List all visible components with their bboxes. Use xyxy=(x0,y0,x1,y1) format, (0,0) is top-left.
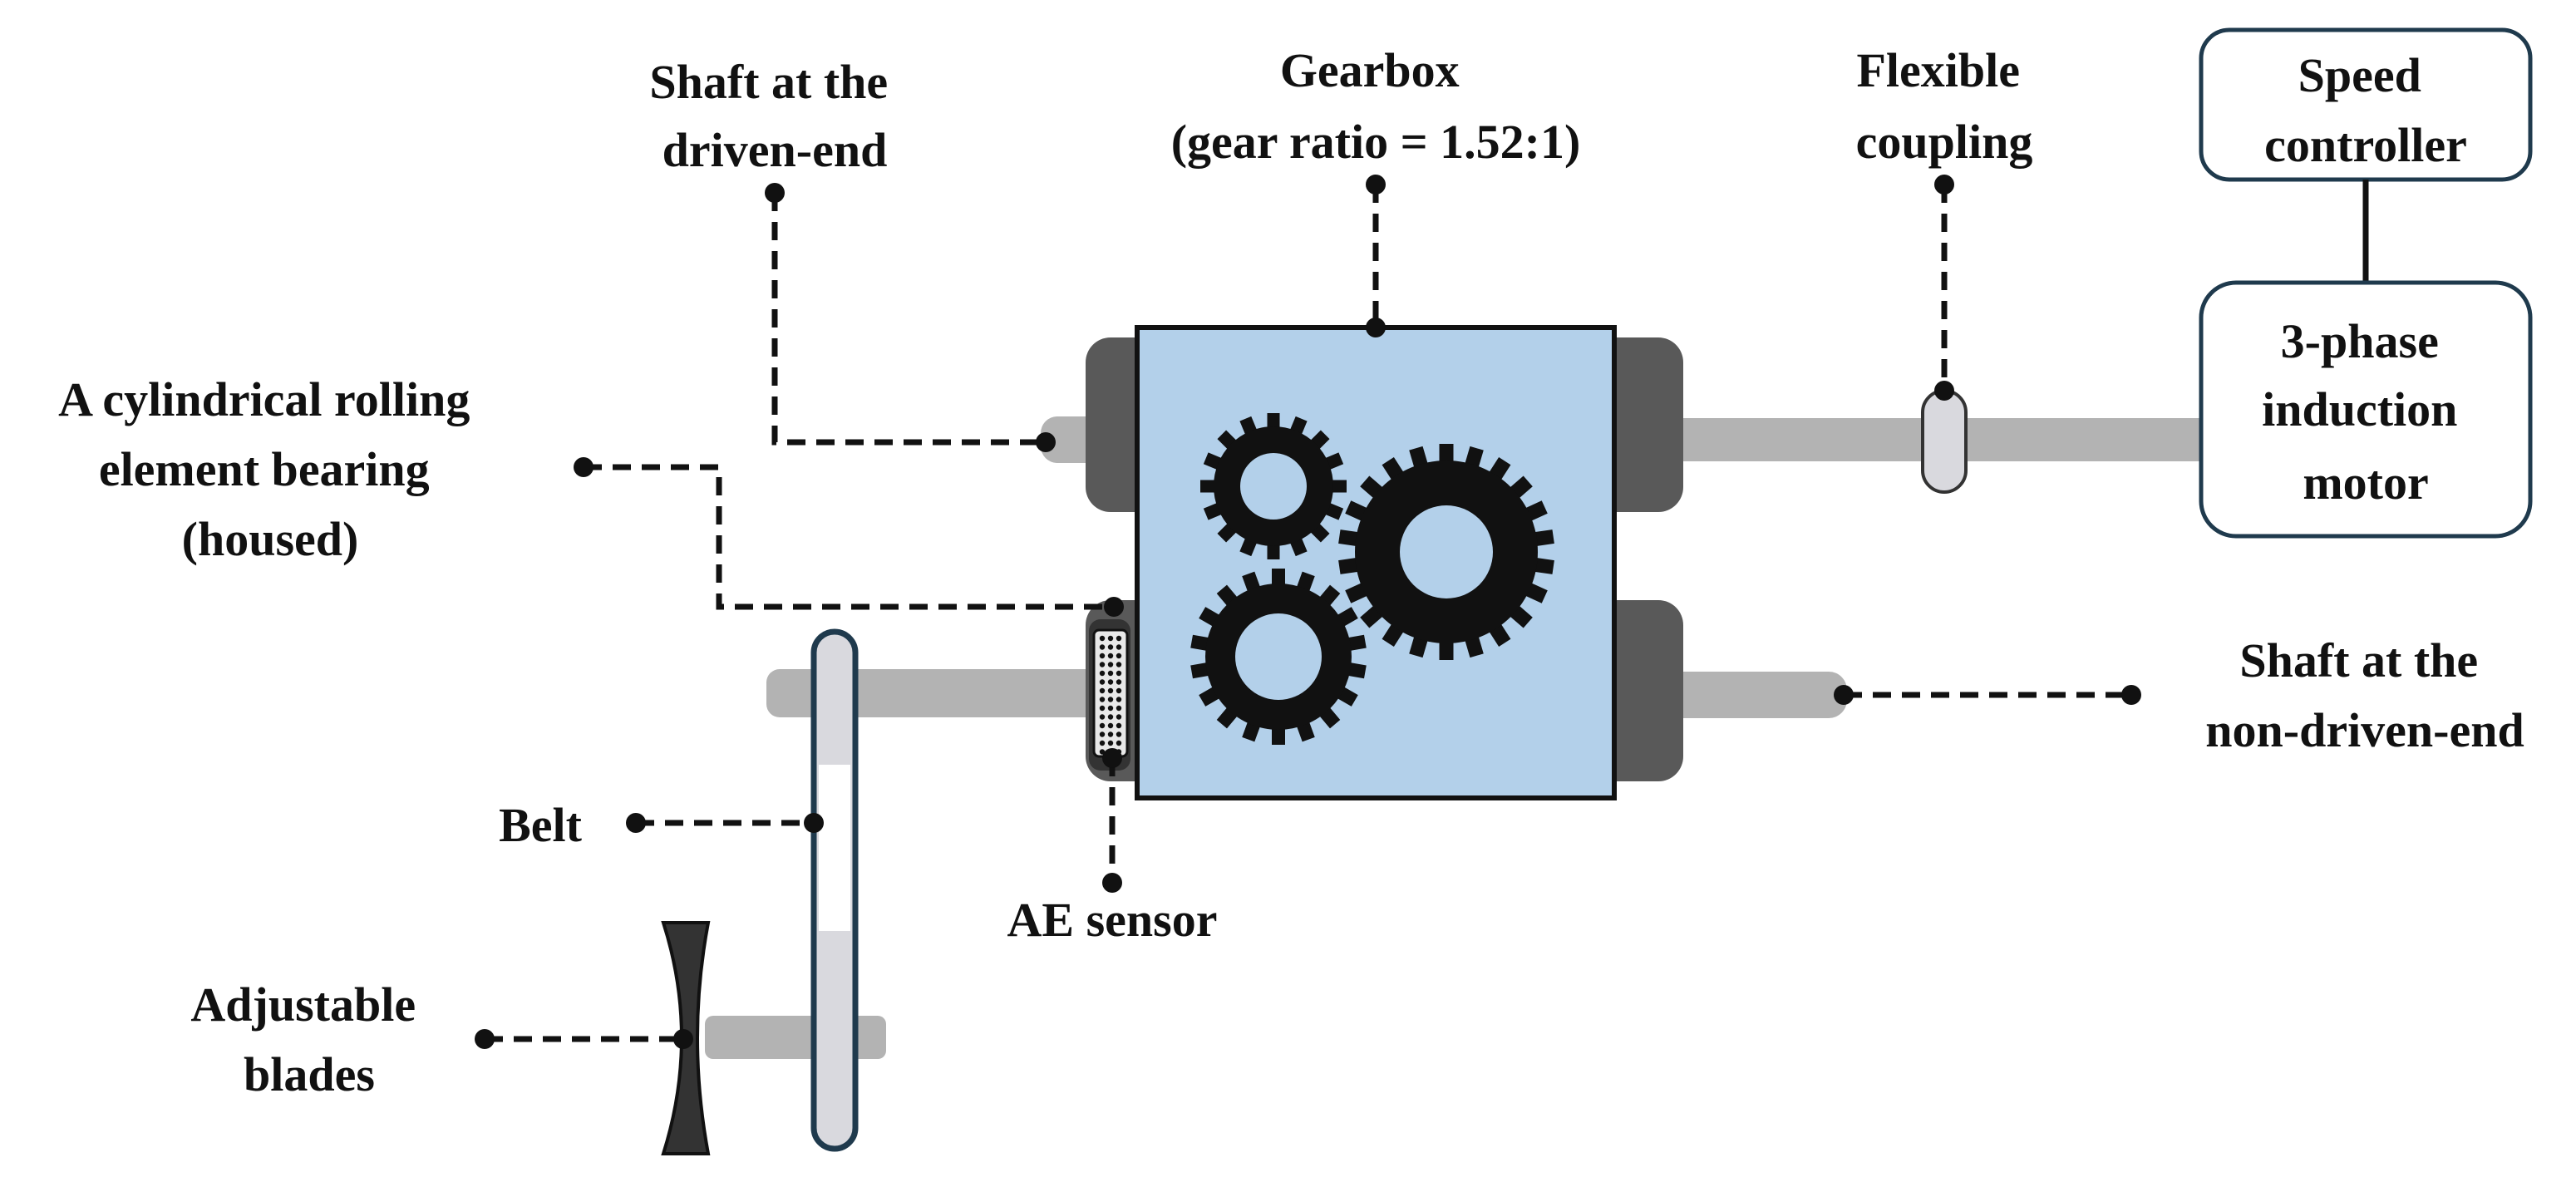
leader-dot xyxy=(1366,318,1386,337)
leader-bearing xyxy=(584,464,1114,610)
leader-dot xyxy=(2121,685,2141,705)
non-driven-end-shaft xyxy=(1654,672,1847,718)
ae-sensor xyxy=(1089,619,1130,771)
label-shaft-driven: Shaft at the driven-end xyxy=(649,55,899,177)
gear-icon xyxy=(1200,413,1347,559)
label-speed-controller: Speed controller xyxy=(2264,48,2467,172)
leader-dot xyxy=(574,457,594,477)
label-induction-motor: 3-phase induction motor xyxy=(2262,314,2470,510)
leader-dot xyxy=(1934,381,1954,401)
label-blades: Adjustable blades xyxy=(190,978,427,1101)
leader-dot xyxy=(1036,432,1056,452)
leader-dot xyxy=(475,1029,495,1049)
leader-dot xyxy=(673,1029,693,1049)
leader-dot xyxy=(1102,748,1122,768)
leader-dot xyxy=(804,813,824,833)
leader-dot xyxy=(1934,175,1954,195)
label-coupling: Flexible coupling xyxy=(1856,43,2033,169)
flexible-coupling xyxy=(1921,389,1968,494)
label-belt: Belt xyxy=(499,798,583,852)
blade-shaft xyxy=(705,1016,886,1059)
leader-dot xyxy=(1102,873,1122,893)
label-shaft-non-driven: Shaft at the non-driven-end xyxy=(2205,633,2524,757)
leader-dot xyxy=(1104,597,1124,617)
leader-shaft-driven xyxy=(771,193,1046,446)
gear-icon xyxy=(1338,444,1554,660)
leader-dot xyxy=(765,183,785,203)
leader-dot xyxy=(626,813,646,833)
gear-icon xyxy=(1190,569,1367,745)
label-gearbox: Gearbox (gear ratio = 1.52:1) xyxy=(1171,43,1581,169)
leader-dot xyxy=(1366,175,1386,195)
leader-dot xyxy=(1834,685,1854,705)
induction-motor-box xyxy=(2199,280,2533,539)
belt xyxy=(810,628,859,1152)
label-ae-sensor: AE sensor xyxy=(1007,893,1218,947)
label-bearing: A cylindrical rolling element bearing (h… xyxy=(58,372,482,566)
